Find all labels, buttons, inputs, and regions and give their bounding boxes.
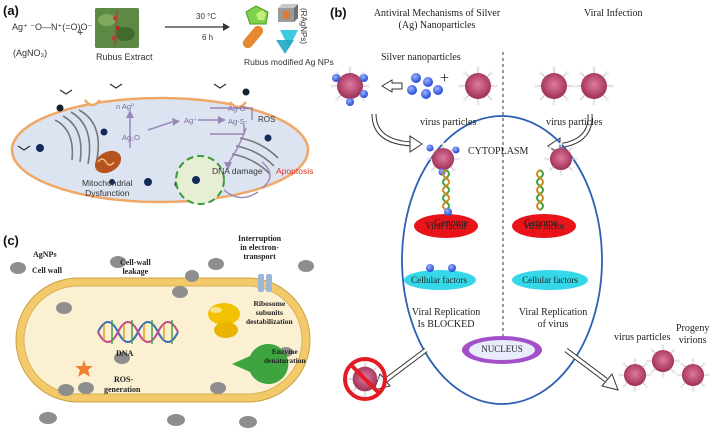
panel-c-bacterium — [10, 256, 314, 428]
plus-sign-a: + — [77, 27, 84, 39]
ag-o-label: Ag-O- — [228, 104, 249, 113]
panel-b-letter: (b) — [330, 5, 347, 20]
genome-right-label: Genome — [524, 218, 558, 229]
rubus-ag-nps-shapes — [242, 4, 298, 54]
agno3-formula: Ag⁺ ⁻O—N⁺(=O)O⁻ — [12, 22, 93, 32]
viral-factor-right-label: Viral factor — [523, 221, 565, 231]
cytoplasm-label: CYTOPLASM — [468, 146, 529, 157]
reaction-time: 6 h — [202, 33, 214, 42]
plus-sign-b: + — [440, 70, 450, 87]
genome-helix-right — [536, 169, 544, 211]
out-virus-particles-label: virus particles — [614, 332, 671, 343]
antiviral-title: Antiviral Mechanisms of Silver(Ag) Nanop… — [373, 8, 501, 31]
cell-wall-label: Cell wall — [32, 266, 62, 275]
dna-label: DNA — [116, 349, 134, 358]
nucleus-label: NUCLEUS — [481, 344, 523, 354]
apoptosis-label: Apoptosis — [276, 166, 314, 176]
agnps-label: AgNPs — [33, 250, 57, 259]
product-side-label: (RAgNPs) — [299, 8, 308, 45]
viral-factor-left-label: Viral factor — [425, 221, 467, 231]
panel-b-diagram — [330, 52, 710, 405]
silver-nanoparticles-label: Silver nanoparticles — [381, 52, 461, 63]
ros-generation-label: ROS-generation — [104, 375, 141, 394]
cellular-factors-right-label: Cellular factors — [522, 275, 578, 285]
agno3-name: (AgNO₃) — [13, 48, 48, 58]
panel-c-letter: (c) — [3, 233, 19, 248]
dna-damage-label: DNA damage — [212, 166, 263, 176]
rubus-extract-image — [95, 8, 139, 48]
genome-left-label: Genome — [434, 218, 468, 229]
panel-a-letter: (a) — [3, 3, 19, 18]
product-label: Rubus modified Ag NPs — [244, 57, 334, 67]
ag-s-label: Ag-S- — [228, 117, 248, 126]
cellular-factors-left-label: Cellular factors — [411, 275, 467, 285]
ros-label: ROS — [258, 115, 276, 124]
n-ag0-label: n Ag⁰ — [116, 102, 135, 111]
reaction-arrow — [165, 23, 230, 31]
viral-infection-title: Viral Infection — [584, 8, 643, 19]
panel-a-cell — [10, 83, 310, 205]
genome-helix-left — [442, 169, 450, 211]
reaction-temperature: 30 °C — [196, 12, 217, 21]
ag-plus-label: Ag⁺ — [184, 116, 198, 125]
virus-particles-left-label: virus particles — [420, 117, 477, 128]
virus-particles-right-label: virus particles — [546, 117, 603, 128]
ag2o-label: Ag₂O — [122, 133, 140, 142]
rubus-extract-label: Rubus Extract — [96, 52, 153, 62]
